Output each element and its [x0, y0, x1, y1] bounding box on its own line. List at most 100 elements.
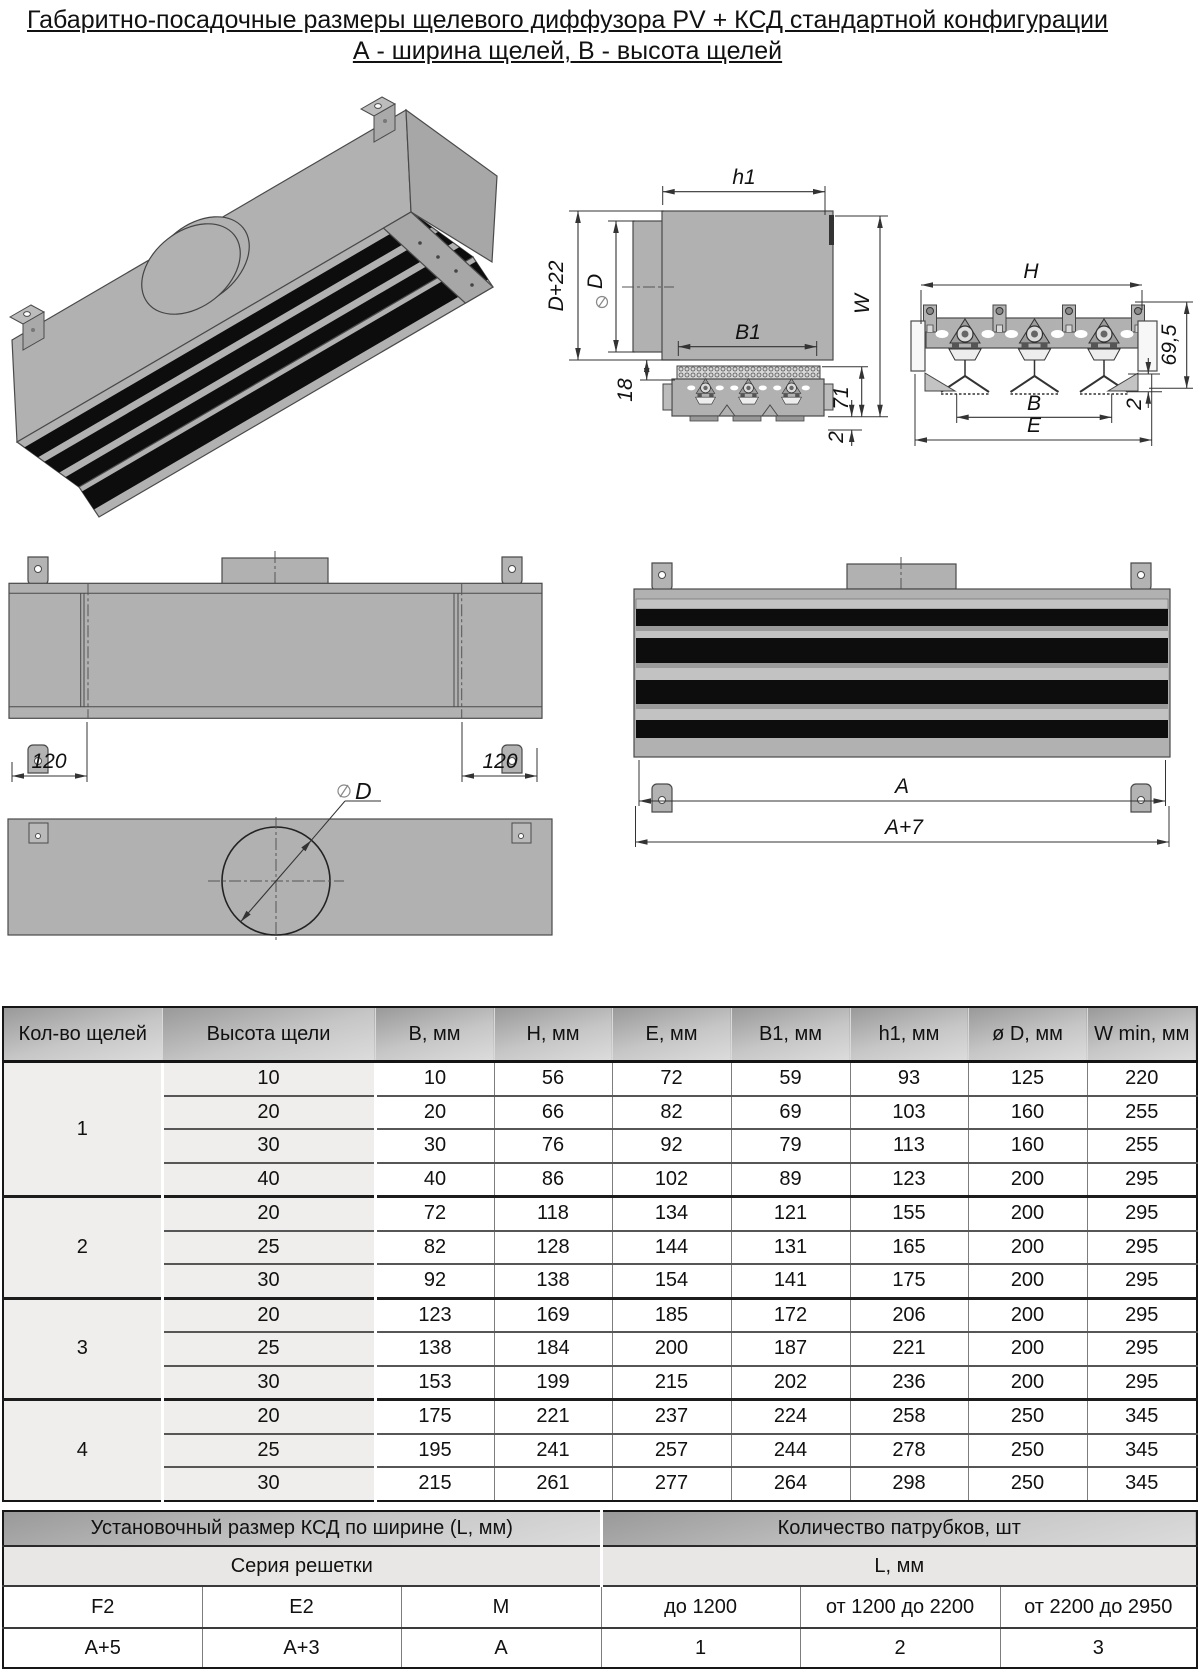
value-cell: 261 — [493, 1466, 612, 1501]
column-header: H, мм — [493, 1007, 612, 1063]
value-cell: 89 — [730, 1161, 850, 1197]
dim-71: 71 — [830, 386, 853, 409]
dim-18: 18 — [614, 378, 637, 402]
dim-120-right: 120 — [482, 750, 517, 773]
value-cell: 295 — [1086, 1263, 1197, 1298]
value-cell: 255 — [1086, 1094, 1197, 1129]
value-cell: 220 — [1086, 1060, 1197, 1096]
dim-b1: B1 — [735, 321, 761, 344]
value-cell: 202 — [730, 1364, 850, 1400]
value-cell: 30 — [374, 1128, 494, 1163]
value-cell: 121 — [730, 1195, 850, 1231]
value-cell: 250 — [967, 1398, 1087, 1434]
value-cell: 10 — [374, 1060, 494, 1096]
bottom-view: A A+7 — [633, 557, 1171, 847]
value-cell: 153 — [374, 1364, 494, 1400]
cell: Серия решетки — [3, 1545, 603, 1586]
value-cell: 128 — [493, 1229, 612, 1264]
value-cell: 92 — [374, 1263, 494, 1298]
top-bracket-right — [511, 822, 532, 844]
value-cell: 30 — [160, 1364, 377, 1400]
cell: F2 — [2, 1585, 202, 1628]
value-cell: 155 — [849, 1195, 968, 1231]
value-cell: 40 — [374, 1161, 494, 1197]
value-cell: 93 — [849, 1060, 968, 1096]
cell: от 2200 до 2950 — [999, 1585, 1197, 1628]
value-cell: 86 — [493, 1161, 612, 1197]
value-cell: 255 — [1086, 1128, 1197, 1163]
value-cell: 295 — [1086, 1296, 1197, 1332]
dim-b: B — [1027, 392, 1041, 415]
value-cell: 160 — [967, 1128, 1087, 1163]
value-cell: 141 — [730, 1263, 850, 1298]
top-bracket-left — [28, 822, 49, 844]
value-cell: 298 — [849, 1466, 968, 1501]
cell: А — [400, 1627, 602, 1668]
value-cell: 82 — [611, 1094, 731, 1129]
value-cell: 224 — [730, 1398, 850, 1434]
cell: 1 — [600, 1627, 801, 1668]
value-cell: 215 — [374, 1466, 494, 1501]
dim-a: A — [893, 775, 909, 798]
value-cell: 82 — [374, 1229, 494, 1264]
dim-2-section: 2 — [825, 431, 848, 444]
value-cell: 25 — [160, 1331, 377, 1366]
value-cell: 134 — [611, 1195, 731, 1231]
value-cell: 221 — [849, 1331, 968, 1366]
value-cell: 102 — [611, 1161, 731, 1197]
dim-h: H — [1023, 260, 1039, 283]
value-cell: 30 — [160, 1466, 377, 1501]
value-cell: 200 — [967, 1161, 1087, 1197]
column-header: B1, мм — [730, 1007, 850, 1063]
value-cell: 154 — [611, 1263, 731, 1298]
slots-count-cell: 4 — [2, 1398, 164, 1501]
value-cell: 20 — [374, 1094, 494, 1129]
value-cell: 20 — [160, 1195, 377, 1231]
cell: А+3 — [201, 1627, 401, 1668]
value-cell: 66 — [493, 1094, 612, 1129]
dim-d-plus-22: D+22 — [545, 260, 568, 311]
cell: А+5 — [2, 1627, 202, 1668]
column-header: h1, мм — [849, 1007, 968, 1063]
value-cell: 237 — [611, 1398, 731, 1434]
value-cell: 250 — [967, 1466, 1087, 1501]
dim-a-plus-7: A+7 — [883, 816, 924, 839]
column-header: W min, мм — [1086, 1007, 1197, 1063]
value-cell: 187 — [730, 1331, 850, 1366]
dim-dia-d-section: D — [584, 274, 607, 289]
value-cell: 30 — [160, 1263, 377, 1298]
value-cell: 175 — [374, 1398, 494, 1434]
value-cell: 72 — [374, 1195, 494, 1231]
value-cell: 241 — [493, 1432, 612, 1467]
value-cell: 30 — [160, 1128, 377, 1163]
value-cell: 25 — [160, 1229, 377, 1264]
value-cell: 250 — [967, 1432, 1087, 1467]
value-cell: 295 — [1086, 1364, 1197, 1400]
cell: Количество патрубков, шт — [601, 1511, 1197, 1547]
dim-69-5: 69,5 — [1158, 324, 1181, 365]
value-cell: 40 — [160, 1161, 377, 1197]
value-cell: 295 — [1086, 1229, 1197, 1264]
value-cell: 138 — [374, 1331, 494, 1366]
slots-count-cell: 2 — [2, 1195, 164, 1298]
value-cell: 295 — [1086, 1195, 1197, 1231]
page-title: Габаритно-посадочные размеры щелевого ди… — [0, 5, 1135, 67]
value-cell: 200 — [967, 1331, 1087, 1366]
top-view: D — [7, 778, 553, 942]
slots-count-cell: 3 — [2, 1296, 164, 1400]
value-cell: 200 — [611, 1331, 731, 1366]
value-cell: 10 — [160, 1060, 377, 1096]
cell: 2 — [799, 1627, 1001, 1668]
column-header: Высота щели — [161, 1007, 375, 1063]
value-cell: 138 — [493, 1263, 612, 1298]
